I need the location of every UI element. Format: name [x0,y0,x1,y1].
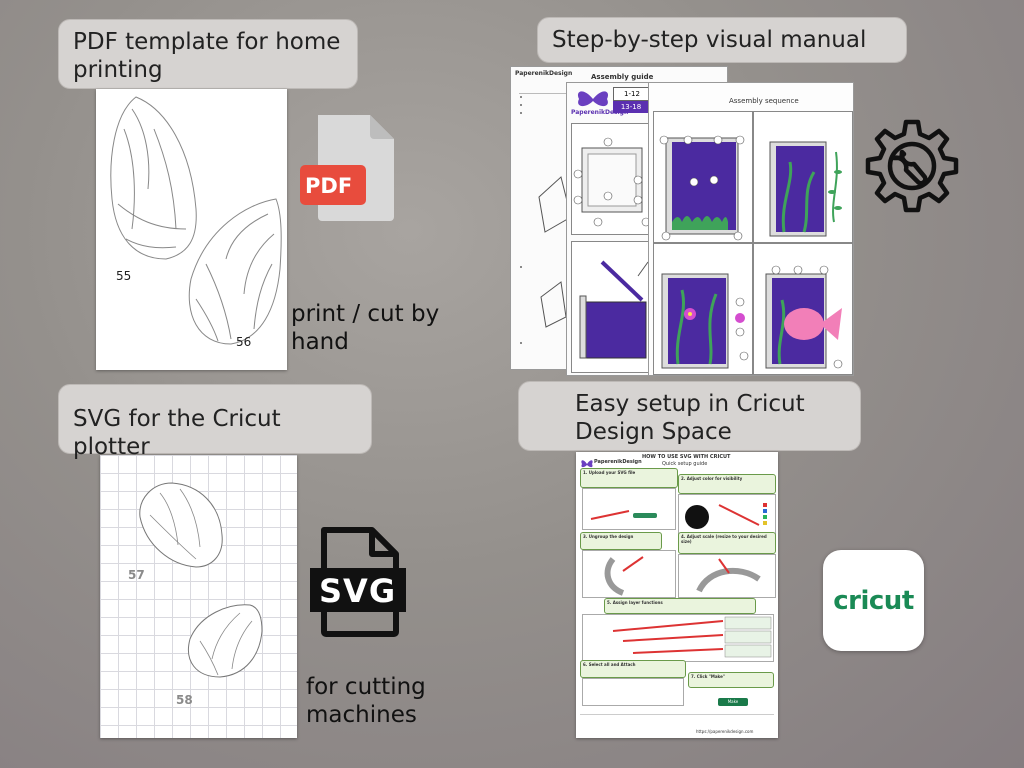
assembly-panel-4 [753,243,853,375]
guide-step-1: 1. Upload your SVG file [580,468,678,488]
cricut-guide-sheet: PaperenikDesign HOW TO USE SVG WITH CRIC… [576,452,778,738]
guide-step-4: 4. Adjust scale (resize to your desired … [678,532,776,554]
make-button[interactable]: Make [718,698,748,706]
guide-shot-attach [582,678,684,706]
butterfly-logo-icon [581,460,593,468]
label-visual-manual: Step-by-step visual manual [537,17,907,63]
part-number-57: 57 [128,568,145,582]
frame-panel [571,123,653,235]
part-number-58: 58 [176,693,193,707]
guide-step-7: 7. Click "Make" [688,672,774,688]
svg-file-icon: SVG [310,526,406,638]
assembly-panel-1 [653,111,753,243]
guide-step-5: 5. Assign layer functions [604,598,756,614]
cricut-logo: cricut [823,550,924,651]
caption-print-cut: print / cut by hand [291,301,440,355]
svg-cricut-sheet: 57 58 [100,455,297,738]
pdf-template-sheet: 55 56 [96,89,287,370]
guide-shot-upload [582,488,676,530]
guide-shot-scale [678,554,776,598]
caption-cutting-machines: for cutting machines [306,674,426,728]
spacer-panel [571,241,653,373]
butterfly-logo-icon [577,91,609,107]
guide-step-6: 6. Select all and Attach [580,660,686,678]
wing-cut-drawing [139,482,263,678]
label-pdf-template: PDF template for home printing [58,19,358,89]
part-number-56: 56 [236,335,252,349]
badge-range-2: 13-18 [613,101,649,113]
guide-step-2: 2. Adjust color for visibility [678,474,776,494]
badge-range: 1-12 [613,87,651,101]
guide-shot-ungroup [582,550,676,598]
guide-shot-color [678,494,776,536]
assembly-panel-2 [753,111,853,243]
gear-wrench-icon [862,116,962,216]
label-svg-cricut: SVG for the Cricut plotter [58,384,372,460]
part-number-55: 55 [116,269,132,283]
guide-step-3: 3. Ungroup the design [580,532,662,550]
pdf-file-icon: PDF [300,113,396,221]
label-easy-setup: Easy setup in Cricut Design Space [518,381,861,451]
wing-outline-drawing [110,96,282,345]
assembly-panel-3 [653,243,753,375]
manual-page-front: Assembly sequence [648,82,854,376]
guide-url-link[interactable]: https://paperenikdesign.com [696,729,754,734]
guide-shot-layers [582,614,774,662]
